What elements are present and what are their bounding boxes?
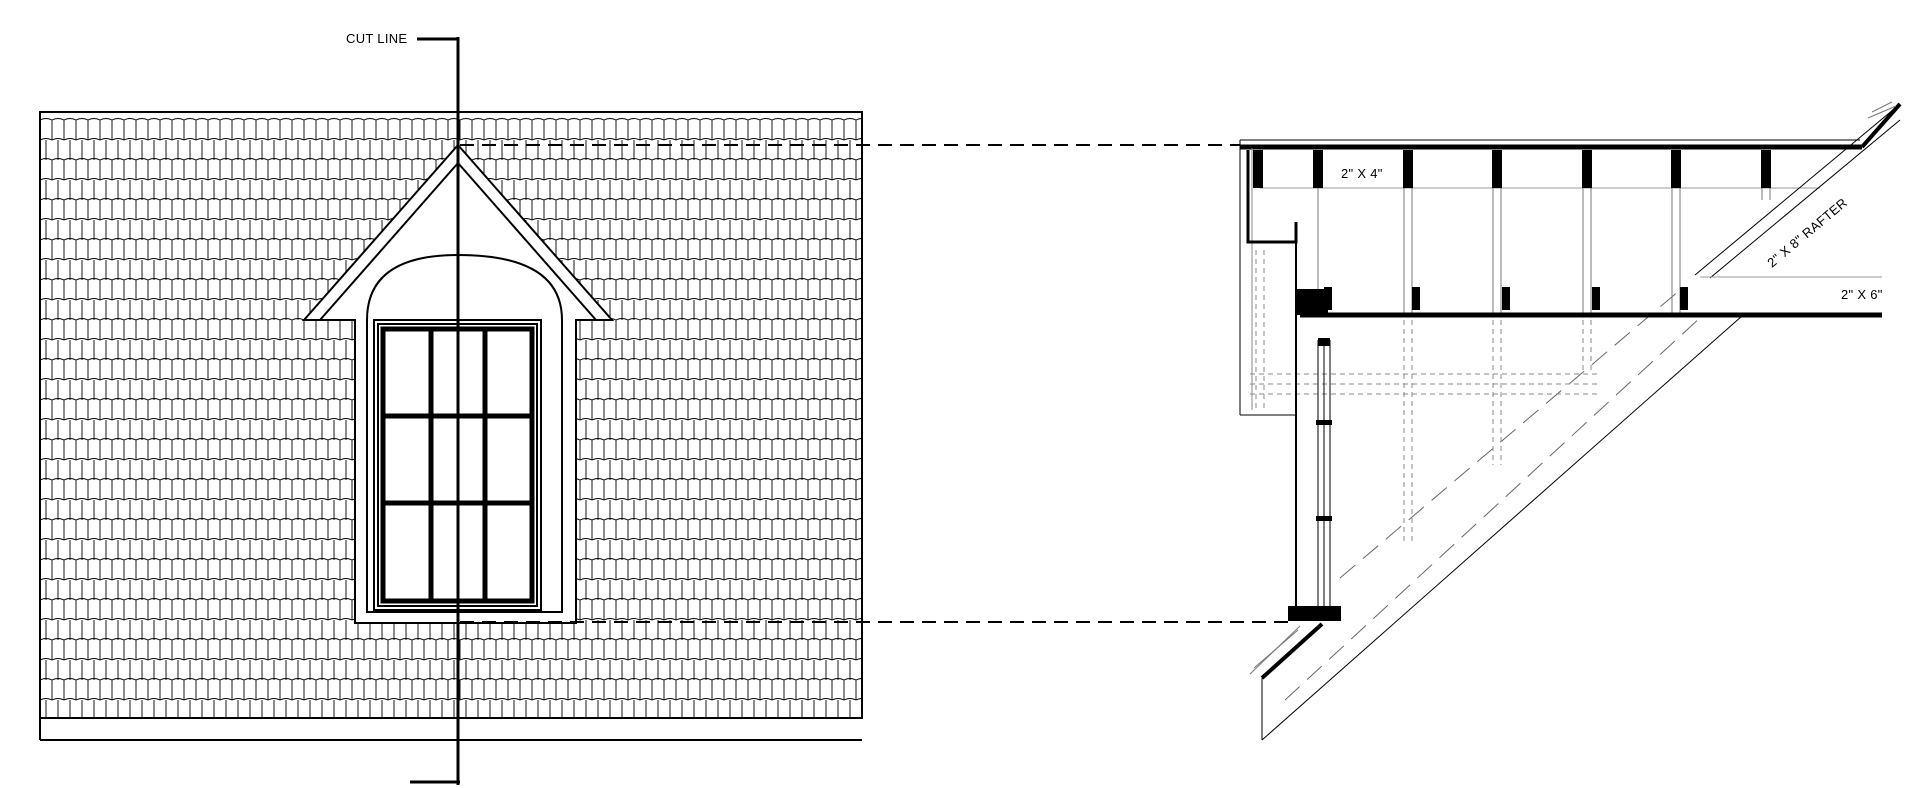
stud-top-blocks: [1253, 150, 1771, 188]
stud-size-label: 2" X 4": [1341, 166, 1383, 181]
dormer-section: 2" X 4" 2" X 6" 2" X 8" RAFTER: [1239, 101, 1902, 741]
roof-elevation: [39, 111, 863, 741]
dormer-front-wall: [1288, 222, 1341, 621]
dormer-gable-inner: [319, 162, 459, 321]
joist-line: [1295, 276, 1882, 318]
wall-studs: [1317, 188, 1771, 314]
cut-line: CUT LINE: [346, 31, 460, 785]
joist-size-label: 2" X 6": [1841, 287, 1883, 302]
cut-line-label: CUT LINE: [346, 31, 407, 46]
roof-outline: [39, 111, 863, 719]
lower-roof-slope: [1249, 289, 1743, 741]
hidden-lines: [1250, 250, 1600, 545]
dormer-roof-top: [1239, 101, 1902, 416]
projection-lines: [460, 144, 1290, 623]
